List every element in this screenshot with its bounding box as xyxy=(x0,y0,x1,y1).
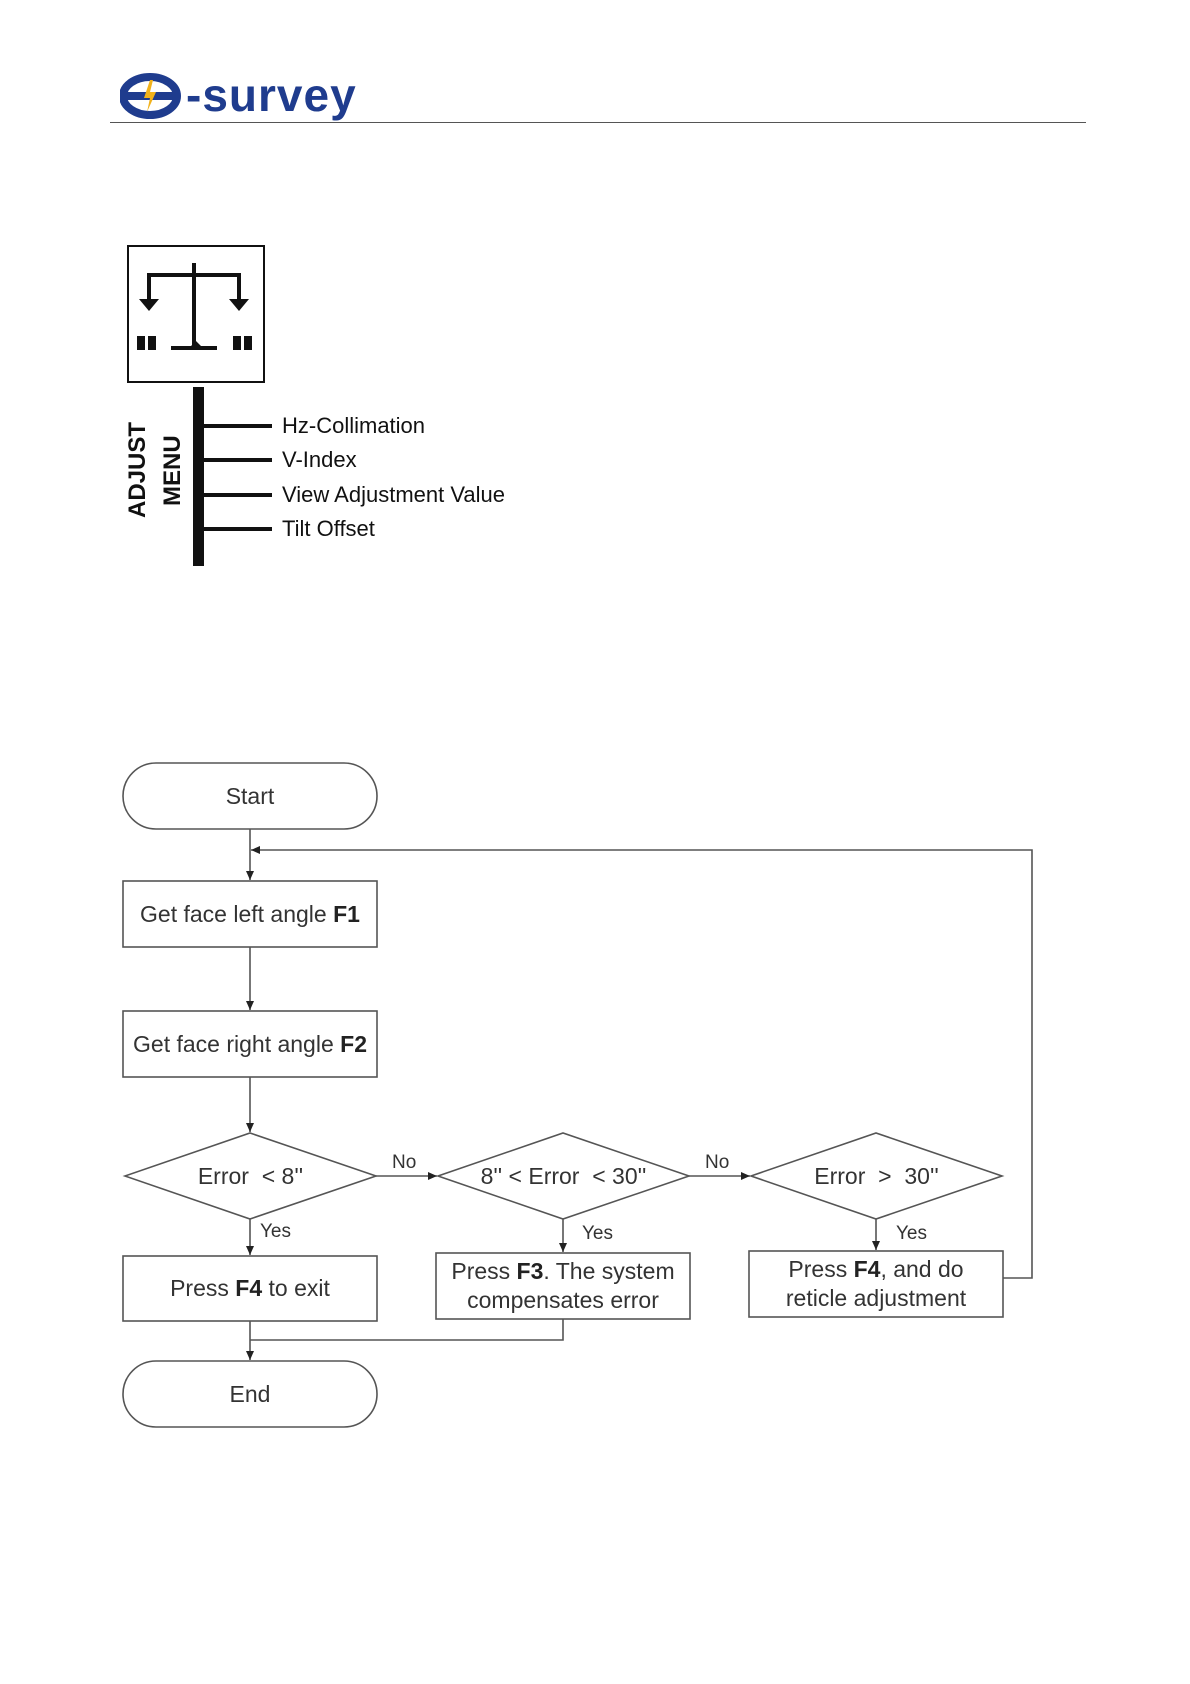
end-label: End xyxy=(123,1361,377,1427)
key-f2: F2 xyxy=(340,1030,367,1059)
edge-label-yes-2: Yes xyxy=(582,1223,613,1245)
action-reticle-post: , and do xyxy=(880,1256,963,1282)
key-f4-exit: F4 xyxy=(235,1274,262,1303)
action-compensate-pre: Press xyxy=(451,1258,516,1284)
edge-merge xyxy=(250,1319,563,1340)
action-compensate-line2: compensates error xyxy=(467,1286,659,1315)
action-exit-post: to exit xyxy=(262,1274,330,1303)
edge-label-no-1: No xyxy=(392,1152,416,1174)
action-compensate: Press F3. The system compensates error xyxy=(436,1253,690,1319)
key-f1: F1 xyxy=(333,900,360,929)
step-face-right: Get face right angle F2 xyxy=(123,1011,377,1077)
edge-label-yes-1: Yes xyxy=(260,1221,291,1243)
decision-1-label: Error < 8'' xyxy=(125,1160,376,1192)
decision-2-label: 8'' < Error < 30'' xyxy=(438,1160,689,1192)
step-face-left-text: Get face left angle xyxy=(140,900,333,929)
step-face-left: Get face left angle F1 xyxy=(123,881,377,947)
edge-label-no-2: No xyxy=(705,1152,729,1174)
action-reticle: Press F4, and do reticle adjustment xyxy=(749,1251,1003,1317)
action-exit-pre: Press xyxy=(170,1274,235,1303)
start-label: Start xyxy=(123,763,377,829)
step-face-right-text: Get face right angle xyxy=(133,1030,340,1059)
action-reticle-pre: Press xyxy=(788,1256,853,1282)
key-f4-reticle: F4 xyxy=(854,1256,881,1282)
key-f3: F3 xyxy=(517,1258,544,1284)
decision-3-label: Error > 30'' xyxy=(751,1160,1002,1192)
action-compensate-post: . The system xyxy=(543,1258,674,1284)
edge-label-yes-3: Yes xyxy=(896,1223,927,1245)
action-reticle-line2: reticle adjustment xyxy=(786,1284,966,1313)
action-exit: Press F4 to exit xyxy=(123,1256,377,1321)
